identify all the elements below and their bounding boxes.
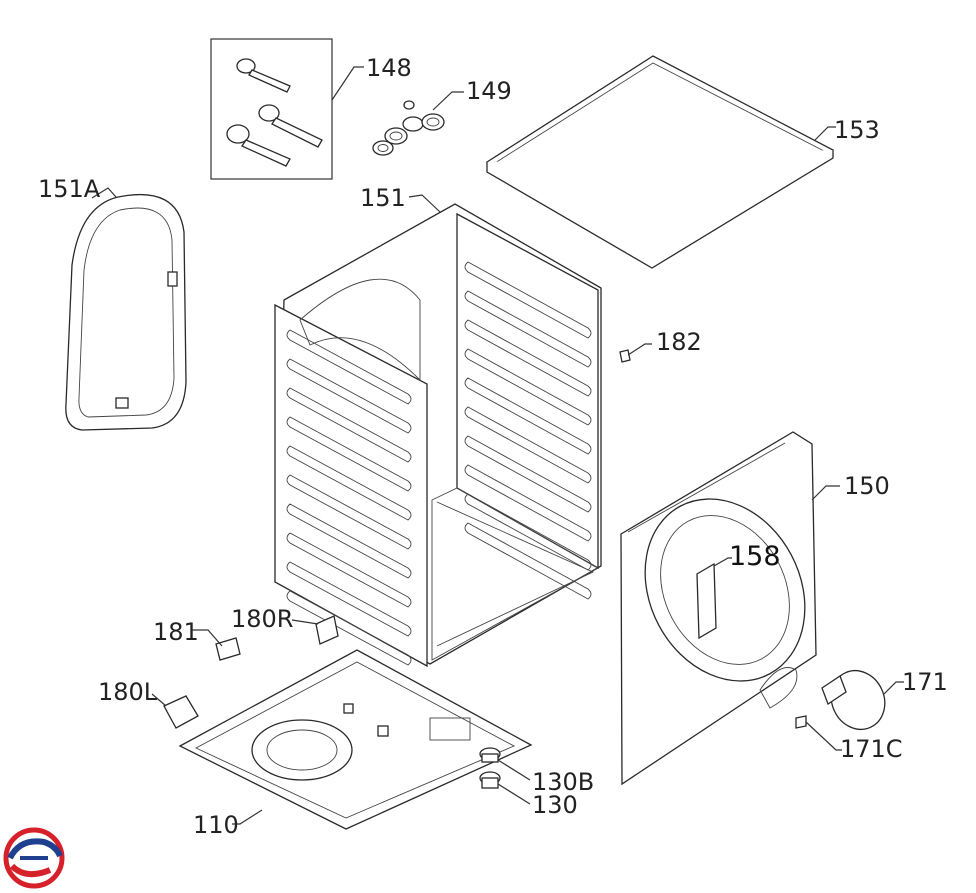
slat [464,522,592,600]
slat [464,435,592,513]
callout-110: 110 [193,811,239,839]
slat [286,503,412,579]
slat [286,387,412,463]
callout-130B: 130B [532,768,594,796]
part-180L-foot [151,693,199,729]
part-149-rings [372,91,464,156]
part-130-nuts [479,747,531,805]
callout-150: 150 [844,472,890,500]
part-150-front-panel [620,431,840,786]
part-171C-screw [795,715,842,751]
callout-130: 130 [532,791,578,819]
cabinet-left-slats [286,329,412,666]
slat [464,493,592,571]
slat [464,464,592,542]
slat [286,474,412,550]
slat [286,329,412,405]
callout-148: 148 [366,54,412,82]
callout-labels: 148 149 153 151A 151 182 150 158 181 180… [38,54,948,839]
callout-181: 181 [153,618,199,646]
callout-171C: 171C [840,735,903,763]
callout-151A: 151A [38,175,101,203]
pin-1 [236,58,291,93]
slat [464,377,592,455]
slat [464,261,592,339]
slat [286,445,412,521]
callout-171: 171 [902,668,948,696]
slat [286,358,412,434]
callout-182: 182 [656,328,702,356]
slat [286,532,412,608]
pin-3 [226,124,291,167]
slat [464,406,592,484]
callout-149: 149 [466,77,512,105]
callout-158: 158 [729,541,781,572]
slat [464,290,592,368]
part-151A-frame [65,187,187,431]
part-158-plate [696,557,732,640]
part-153-top-lid [485,55,836,269]
pin-2 [258,104,323,148]
part-148-group [210,38,364,180]
callout-180R: 180R [231,605,293,633]
slat [286,561,412,637]
part-182-clip [619,343,652,363]
callout-153: 153 [834,116,880,144]
part-180R-foot [291,615,339,645]
brand-logo-icon [3,827,65,889]
slat [286,590,412,666]
part-171-filter-cover [821,670,904,730]
slat [464,319,592,397]
callout-151: 151 [360,184,406,212]
callout-180L: 180L [98,678,158,706]
part-181-bracket [192,629,241,661]
slat [464,348,592,426]
cabinet-right-slats [464,261,592,600]
part-110-base [178,649,533,830]
part-151-cabinet [274,194,602,668]
slat [286,416,412,492]
